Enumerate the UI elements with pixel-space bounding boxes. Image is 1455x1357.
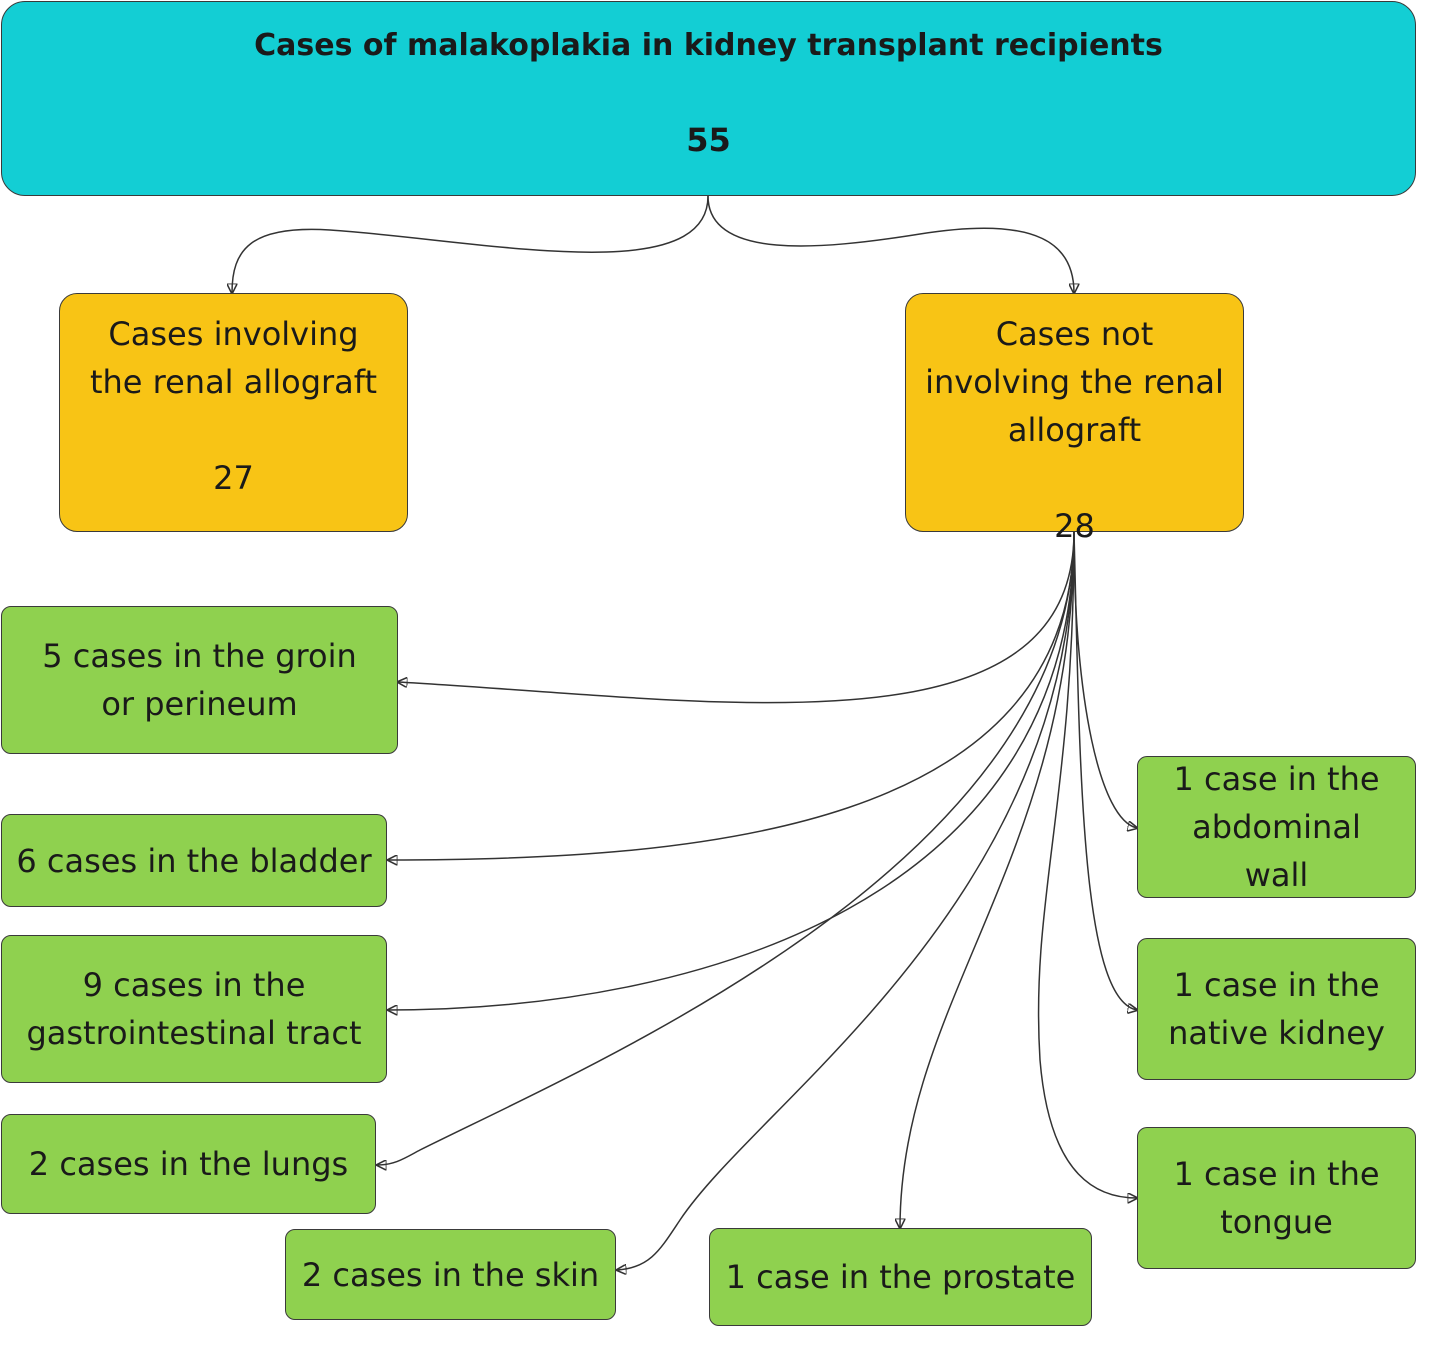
site-gi-node: 9 cases in the gastrointestinal tract <box>1 935 387 1083</box>
not-involving-node: Cases not involving the renal allograft … <box>905 293 1244 545</box>
site-bladder-label: 6 cases in the bladder <box>16 841 372 880</box>
edge-to-abdominal-wall <box>1073 531 1137 828</box>
site-gi-label: 9 cases in the gastrointestinal tract <box>26 966 362 1052</box>
site-prostate-node: 1 case in the prostate <box>709 1228 1092 1326</box>
edge-to-gi <box>388 531 1075 1010</box>
not-involving-count: 28 <box>1054 507 1095 545</box>
site-native-kidney-node: 1 case in the native kidney <box>1137 938 1416 1080</box>
root-count: 55 <box>686 121 731 159</box>
site-skin-label: 2 cases in the skin <box>301 1255 600 1294</box>
site-tongue-label: 1 case in the tongue <box>1173 1155 1380 1241</box>
edge-to-native-kidney <box>1073 531 1137 1010</box>
edge-to-skin <box>617 531 1075 1270</box>
site-tongue-node: 1 case in the tongue <box>1137 1127 1416 1269</box>
site-bladder-node: 6 cases in the bladder <box>1 814 387 907</box>
root-title: Cases of malakoplakia in kidney transpla… <box>254 28 1163 63</box>
edge-to-lungs <box>377 531 1075 1165</box>
edge-to-bladder <box>388 531 1075 860</box>
site-prostate-label: 1 case in the prostate <box>725 1258 1076 1296</box>
edge-root-to-not-involving <box>707 195 1074 293</box>
site-groin-label: 5 cases in the groin or perineum <box>42 637 357 723</box>
edge-to-groin <box>398 531 1075 704</box>
involving-count: 27 <box>213 459 254 497</box>
not-involving-label: Cases not involving the renal allograft <box>925 315 1224 449</box>
site-skin-node: 2 cases in the skin <box>285 1229 616 1320</box>
site-native-kidney-label: 1 case in the native kidney <box>1168 966 1385 1052</box>
edge-to-tongue <box>1037 531 1137 1198</box>
site-lungs-node: 2 cases in the lungs <box>1 1114 376 1214</box>
involving-node: Cases involving the renal allograft 27 <box>59 293 408 532</box>
site-abdominal-wall-node: 1 case in the abdominal wall <box>1137 756 1416 898</box>
edge-root-to-involving <box>232 195 709 293</box>
site-abdominal-wall-label: 1 case in the abdominal wall <box>1173 760 1380 894</box>
involving-label: Cases involving the renal allograft <box>89 315 378 401</box>
site-lungs-label: 2 cases in the lungs <box>28 1145 349 1183</box>
site-groin-node: 5 cases in the groin or perineum <box>1 606 398 754</box>
edge-to-prostate <box>900 531 1075 1228</box>
root-node: Cases of malakoplakia in kidney transpla… <box>1 1 1416 196</box>
